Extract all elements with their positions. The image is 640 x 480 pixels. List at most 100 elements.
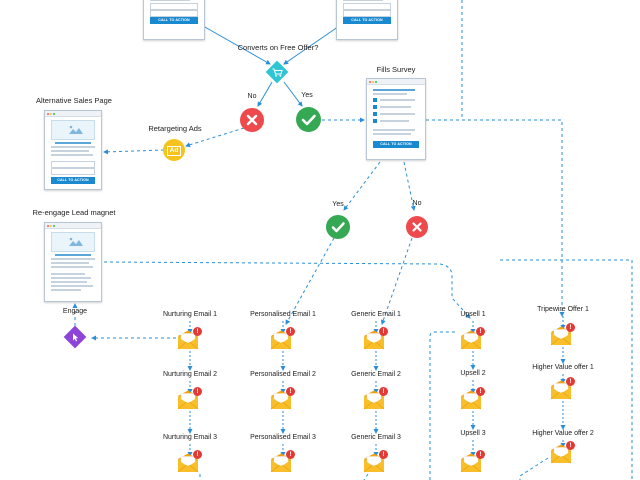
text-line (51, 285, 93, 287)
notification-badge: ! (566, 441, 575, 450)
window-dot (53, 112, 55, 115)
survey-page: CALL TO ACTION (366, 78, 426, 160)
notification-badge: ! (286, 327, 295, 336)
form-field (343, 10, 391, 17)
envelope-icon[interactable]: ! (550, 377, 576, 400)
text-line (55, 142, 91, 144)
window-dot (50, 224, 52, 227)
text-line (373, 133, 411, 135)
image-placeholder (51, 232, 95, 252)
email-label-personalised-1: Personalised Email 1 (250, 311, 316, 318)
envelope-icon[interactable]: ! (550, 441, 576, 464)
notification-badge: ! (286, 450, 295, 459)
connector (195, 21, 271, 65)
text-line (51, 150, 89, 152)
text-line (373, 89, 415, 91)
notification-badge: ! (476, 450, 485, 459)
envelope-icon[interactable]: ! (363, 387, 389, 410)
connector (500, 259, 633, 480)
email-label-generic-3: Generic Email 3 (351, 434, 401, 441)
text-line (51, 289, 81, 291)
no-label-2: No (412, 200, 422, 207)
connector (283, 21, 346, 65)
connector (103, 261, 471, 319)
form-field (51, 161, 95, 168)
connector (283, 81, 303, 107)
browser-bar (367, 79, 425, 85)
text-line (373, 93, 407, 95)
notification-badge: ! (193, 450, 202, 459)
alternative-sales-page-label: Alternative Sales Page (36, 96, 112, 105)
pointer-click-icon[interactable] (63, 325, 87, 349)
envelope-icon[interactable]: ! (177, 327, 203, 350)
window-dot (372, 80, 374, 83)
cross-icon (246, 114, 258, 126)
no-decision-cross-icon[interactable] (240, 108, 264, 132)
text-line (51, 154, 93, 156)
connector (426, 119, 565, 317)
connector (519, 457, 549, 480)
call-to-action-button[interactable]: CALL TO ACTION (51, 177, 95, 184)
text-line (150, 0, 190, 1)
connector (285, 237, 335, 325)
envelope-icon[interactable]: ! (550, 323, 576, 346)
text-line (51, 273, 85, 275)
form-field (343, 3, 391, 10)
no-decision-cross-icon-2[interactable] (406, 216, 428, 238)
call-to-action-button[interactable]: CALL TO ACTION (150, 17, 198, 24)
notification-badge: ! (286, 387, 295, 396)
image-icon (69, 125, 83, 134)
envelope-icon[interactable]: ! (270, 450, 296, 473)
email-label-nurturing-1: Nurturing Email 1 (162, 311, 218, 318)
form-field (51, 168, 95, 175)
envelope-icon[interactable]: ! (270, 327, 296, 350)
browser-bar (45, 111, 101, 117)
email-label-upsell-1: Upsell 1 (460, 311, 486, 318)
connector (103, 149, 165, 155)
text-line (343, 0, 383, 1)
image-icon (69, 237, 83, 246)
text-line (380, 113, 415, 115)
connector (257, 81, 273, 107)
shopping-cart-icon[interactable] (265, 60, 289, 84)
form-field (150, 3, 198, 10)
notification-badge: ! (193, 327, 202, 336)
email-label-generic-1: Generic Email 1 (351, 311, 401, 318)
envelope-icon[interactable]: ! (177, 387, 203, 410)
yes-decision-check-icon-2[interactable] (326, 215, 350, 239)
engage-label: Engage (62, 308, 88, 315)
reengage-lead-magnet-label: Re-engage Lead magnet (32, 208, 116, 217)
text-line (51, 277, 91, 279)
envelope-icon[interactable]: ! (460, 387, 486, 410)
yes-label-2: Yes (332, 201, 344, 208)
notification-badge: ! (566, 323, 575, 332)
window-dot (369, 80, 371, 83)
email-label-upsell-2: Upsell 2 (460, 370, 486, 377)
envelope-icon[interactable]: ! (363, 450, 389, 473)
reengage-lead-magnet-page (44, 222, 102, 302)
call-to-action-button[interactable]: CALL TO ACTION (343, 17, 391, 24)
ad-badge-icon[interactable]: Ad (163, 139, 185, 161)
text-line (51, 262, 89, 264)
envelope-icon[interactable]: ! (460, 450, 486, 473)
window-dot (53, 224, 55, 227)
yes-decision-check-icon[interactable] (296, 107, 321, 132)
alternative-sales-page: CALL TO ACTION (44, 110, 102, 190)
checkmark-icon (331, 222, 345, 233)
notification-badge: ! (476, 387, 485, 396)
form-field (150, 10, 198, 17)
email-label-tripwire-1: Tripewire Offer 1 (537, 306, 589, 313)
envelope-icon[interactable]: ! (270, 387, 296, 410)
envelope-icon[interactable]: ! (460, 327, 486, 350)
call-to-action-button[interactable]: CALL TO ACTION (373, 141, 419, 148)
text-line (55, 254, 91, 256)
notification-badge: ! (193, 387, 202, 396)
text-line (51, 146, 95, 148)
envelope-icon[interactable]: ! (363, 327, 389, 350)
notification-badge: ! (476, 327, 485, 336)
envelope-icon[interactable]: ! (177, 450, 203, 473)
email-label-upsell-3: Upsell 3 (460, 430, 486, 437)
text-line (51, 266, 93, 268)
browser-bar (45, 223, 101, 229)
